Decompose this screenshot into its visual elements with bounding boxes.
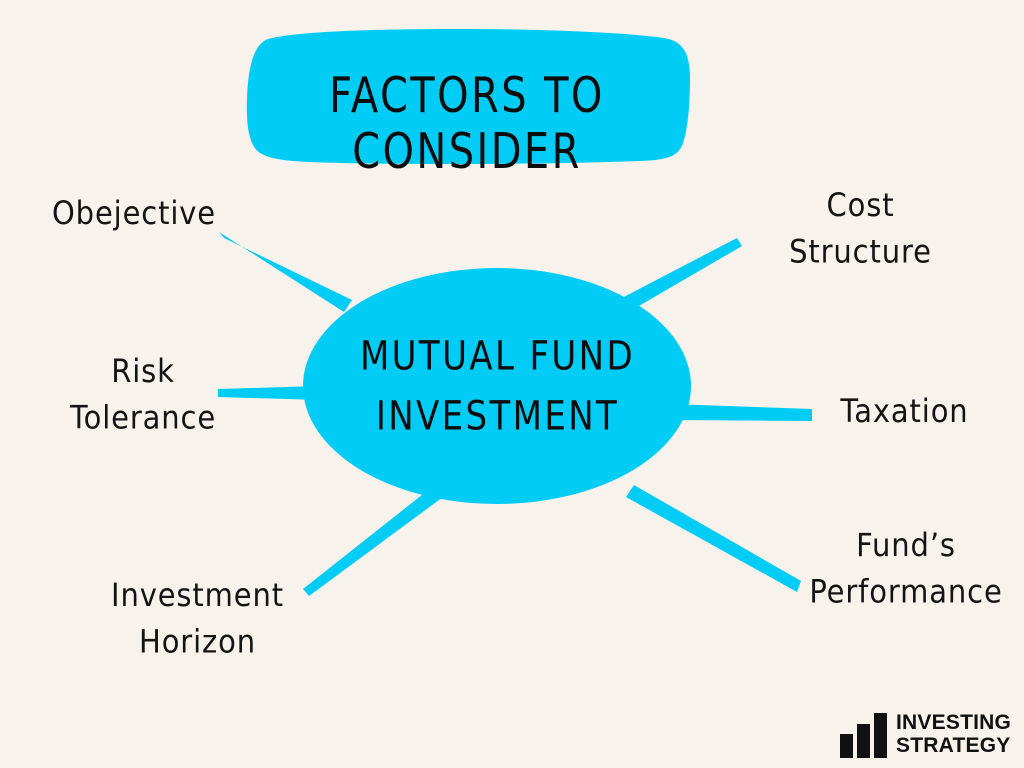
connector-horizon <box>303 487 443 596</box>
branch-label-objective: Obejective <box>51 194 217 232</box>
bar-chart-bar-1 <box>840 734 853 759</box>
branch-label-investment-horizon: Investment Horizon <box>111 576 284 661</box>
title-banner-shape <box>246 29 691 165</box>
branch-label-cost-structure: Cost Structure <box>789 186 932 271</box>
connector-cost <box>616 238 742 314</box>
brand-line-2: STRATEGY <box>896 733 1011 757</box>
connector-objective <box>219 232 352 312</box>
connector-performance <box>626 485 801 592</box>
connector-risk <box>218 386 320 400</box>
brand-logo: INVESTING STRATEGY <box>840 711 1012 759</box>
center-ellipse-shape <box>303 268 691 504</box>
bar-chart-icon <box>840 713 887 759</box>
branch-label-funds-performance: Fund’s Performance <box>809 526 1003 611</box>
branch-label-risk-tolerance: Risk Tolerance <box>69 352 217 437</box>
center-node-label: MUTUAL FUND INVESTMENT <box>359 332 636 441</box>
connector-taxation <box>670 404 812 421</box>
branch-label-taxation: Taxation <box>840 392 969 430</box>
page-title: FACTORS TO CONSIDER <box>329 68 605 181</box>
bar-chart-bar-2 <box>857 724 870 759</box>
brand-line-1: INVESTING <box>896 711 1012 734</box>
brand-wordmark: INVESTING STRATEGY <box>896 711 1012 758</box>
bar-chart-bar-3 <box>874 713 887 759</box>
